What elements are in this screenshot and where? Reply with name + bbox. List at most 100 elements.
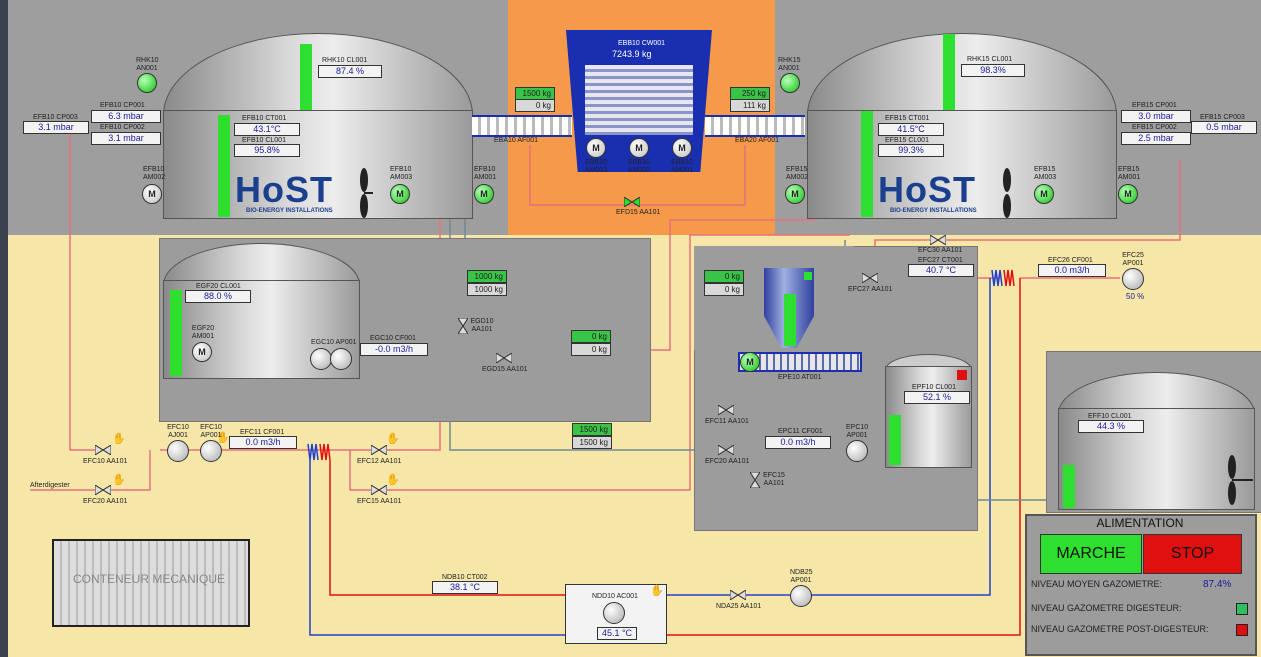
feeder-valve-tag: EFD15 AA101 bbox=[616, 209, 661, 216]
right-gas-level-value[interactable]: 98.3% bbox=[961, 64, 1025, 77]
right-p1-value[interactable]: 3.0 mbar bbox=[1121, 110, 1191, 123]
feeder-valve-efd15[interactable] bbox=[624, 197, 640, 207]
loop-flow-value[interactable]: 0.0 m3/h bbox=[1038, 264, 1106, 277]
pump-ndb25[interactable] bbox=[790, 585, 812, 607]
left-p2-value[interactable]: 3.1 mbar bbox=[91, 132, 161, 145]
right-digester-body bbox=[807, 110, 1117, 219]
loop-temp-value[interactable]: 40.7 °C bbox=[908, 264, 974, 277]
predigester-kg3-setpoint[interactable]: 1500 kg bbox=[572, 423, 612, 436]
valve-nda25[interactable] bbox=[730, 590, 746, 600]
ndd10-pump[interactable] bbox=[603, 602, 625, 624]
pump-ndb25-tag: NDB25 AP001 bbox=[790, 569, 813, 584]
left-host-logo: HoST bbox=[235, 169, 333, 210]
solid-kg-setpoint[interactable]: 0 kg bbox=[704, 270, 744, 283]
bottom-flow-value[interactable]: 0.0 m3/h bbox=[229, 436, 297, 449]
valve-efc30[interactable] bbox=[930, 235, 946, 245]
left-gas-level-value[interactable]: 87.4 % bbox=[318, 65, 382, 78]
left-motor-am001[interactable]: M bbox=[474, 184, 494, 204]
ndb10-value[interactable]: 38.1 °C bbox=[432, 581, 498, 594]
predigester-pump-a[interactable] bbox=[310, 348, 332, 370]
left-mixer-propeller-icon bbox=[360, 168, 373, 218]
predigester-level-value[interactable]: 88.0 % bbox=[185, 290, 251, 303]
right-lvl2-value[interactable]: 99.3% bbox=[878, 144, 944, 157]
feeder-right-conveyor[interactable] bbox=[705, 115, 805, 137]
pump-efc10-hand-icon: ✋ bbox=[216, 432, 230, 444]
valve-efc12[interactable] bbox=[371, 445, 387, 455]
loop-pump-efc25[interactable] bbox=[1122, 268, 1144, 290]
niveau-digesteur-label: NIVEAU GAZOMETRE DIGESTEUR: bbox=[1031, 603, 1182, 613]
right-motor-am001-tag: EFB15 AM001 bbox=[1118, 166, 1141, 181]
solid-pump[interactable] bbox=[846, 440, 868, 462]
left-motor-am002[interactable]: M bbox=[142, 184, 162, 204]
valve-efc15-tag: EFC15 AA101 bbox=[357, 498, 402, 505]
left-temp-tag: EFB10 CT001 bbox=[242, 115, 287, 122]
left-p3-value[interactable]: 3.1 mbar bbox=[23, 121, 89, 134]
feeder-motor-am002[interactable]: M bbox=[629, 138, 649, 158]
solid-hopper-level bbox=[784, 294, 796, 346]
feeder-motor-am002-tag: EBB10 AM002 bbox=[627, 159, 651, 174]
predigester-kg1-setpoint[interactable]: 1000 kg bbox=[467, 270, 507, 283]
feeder-motor-am001-tag: EBB10 AM001 bbox=[670, 159, 694, 174]
mechanical-container[interactable] bbox=[52, 539, 250, 627]
solid-hopper-indicator bbox=[804, 272, 812, 280]
valve-efc15[interactable] bbox=[371, 485, 387, 495]
feeder-weight-value[interactable]: 7243.9 kg bbox=[612, 49, 652, 59]
valve-efc10-hand-icon: ✋ bbox=[112, 433, 126, 445]
left-motor-am003[interactable]: M bbox=[390, 184, 410, 204]
right-p3-value[interactable]: 0.5 mbar bbox=[1191, 121, 1257, 134]
stop-button[interactable]: STOP bbox=[1143, 534, 1242, 574]
solid-conveyor-tag: EPE10 AT001 bbox=[778, 374, 822, 381]
solid-valve2-tag: EFC20 AA101 bbox=[705, 458, 750, 465]
left-p1-tag: EFB10 CP001 bbox=[100, 102, 145, 109]
ndd10-value[interactable]: 45.1 °C bbox=[597, 627, 637, 640]
solid-valve-efc15[interactable] bbox=[750, 472, 760, 488]
pump-efc10-aj001[interactable] bbox=[167, 440, 189, 462]
valve-efc10[interactable] bbox=[95, 445, 111, 455]
valve-efc20-hand-icon: ✋ bbox=[112, 474, 126, 486]
right-motor-am002[interactable]: M bbox=[785, 184, 805, 204]
feeder-motor-am003[interactable]: M bbox=[586, 138, 606, 158]
left-liquid-level-bar bbox=[218, 115, 230, 217]
predigester-level-bar bbox=[170, 290, 182, 376]
left-lvl2-value[interactable]: 95.8% bbox=[234, 144, 300, 157]
solid-flow-value[interactable]: 0.0 m3/h bbox=[765, 436, 831, 449]
valve-efc20[interactable] bbox=[95, 485, 111, 495]
predigester-flow-value[interactable]: -0.0 m3/h bbox=[360, 343, 428, 356]
bottom-flow-tag: EFC11 CF001 bbox=[240, 429, 285, 436]
afterdigester-level-value[interactable]: 44.3 % bbox=[1078, 420, 1144, 433]
left-p1-value[interactable]: 6.3 mbar bbox=[91, 110, 161, 123]
predigester-kg2-setpoint[interactable]: 0 kg bbox=[571, 330, 611, 343]
solid-conveyor[interactable] bbox=[738, 352, 862, 372]
predigester-pump-b[interactable] bbox=[330, 348, 352, 370]
solid-conveyor-motor[interactable]: M bbox=[740, 352, 760, 372]
right-p2-value[interactable]: 2.5 mbar bbox=[1121, 132, 1191, 145]
valve-efc15-hand-icon: ✋ bbox=[386, 474, 400, 486]
predigester-pump-tag: EGC10 AP001 bbox=[311, 339, 357, 346]
right-motor-am001[interactable]: M bbox=[1118, 184, 1138, 204]
right-host-logo: HoST bbox=[878, 169, 976, 210]
marche-button[interactable]: MARCHE bbox=[1040, 534, 1142, 574]
left-gas-fan[interactable] bbox=[137, 73, 157, 93]
left-motor-am002-tag: EFB10 AM002 bbox=[143, 166, 166, 181]
solid-valve-efc11[interactable] bbox=[718, 405, 734, 415]
predigester-valve-egd15[interactable] bbox=[496, 353, 512, 363]
predigester-mixer-motor[interactable]: M bbox=[192, 342, 212, 362]
pump-efc10-ap001[interactable] bbox=[200, 440, 222, 462]
left-temp-value[interactable]: 43.1°C bbox=[234, 123, 300, 136]
solid-pump-tag: EPC10 AP001 bbox=[846, 424, 869, 439]
loop-pump-tag: EFC25 AP001 bbox=[1122, 252, 1144, 267]
feeder-left-conveyor[interactable] bbox=[472, 115, 572, 137]
right-motor-am002-tag: EFB15 AM002 bbox=[786, 166, 809, 181]
feeder-motor-am001[interactable]: M bbox=[672, 138, 692, 158]
right-gas-fan[interactable] bbox=[780, 73, 800, 93]
left-p3-tag: EFB10 CP003 bbox=[33, 114, 78, 121]
solid-valve-efc20[interactable] bbox=[718, 445, 734, 455]
valve-efc27[interactable] bbox=[862, 273, 878, 283]
predigester-valve-egd10[interactable] bbox=[458, 318, 468, 334]
feeder-conv-left-tag: EBA10 AF001 bbox=[494, 137, 538, 144]
right-motor-am003[interactable]: M bbox=[1034, 184, 1054, 204]
afterdigester-mixer-icon bbox=[1228, 455, 1253, 505]
solid-tank-level-value[interactable]: 52.1 % bbox=[904, 391, 970, 404]
right-temp-value[interactable]: 41.5°C bbox=[878, 123, 944, 136]
valve-efc10-tag: EFC10 AA101 bbox=[83, 458, 128, 465]
